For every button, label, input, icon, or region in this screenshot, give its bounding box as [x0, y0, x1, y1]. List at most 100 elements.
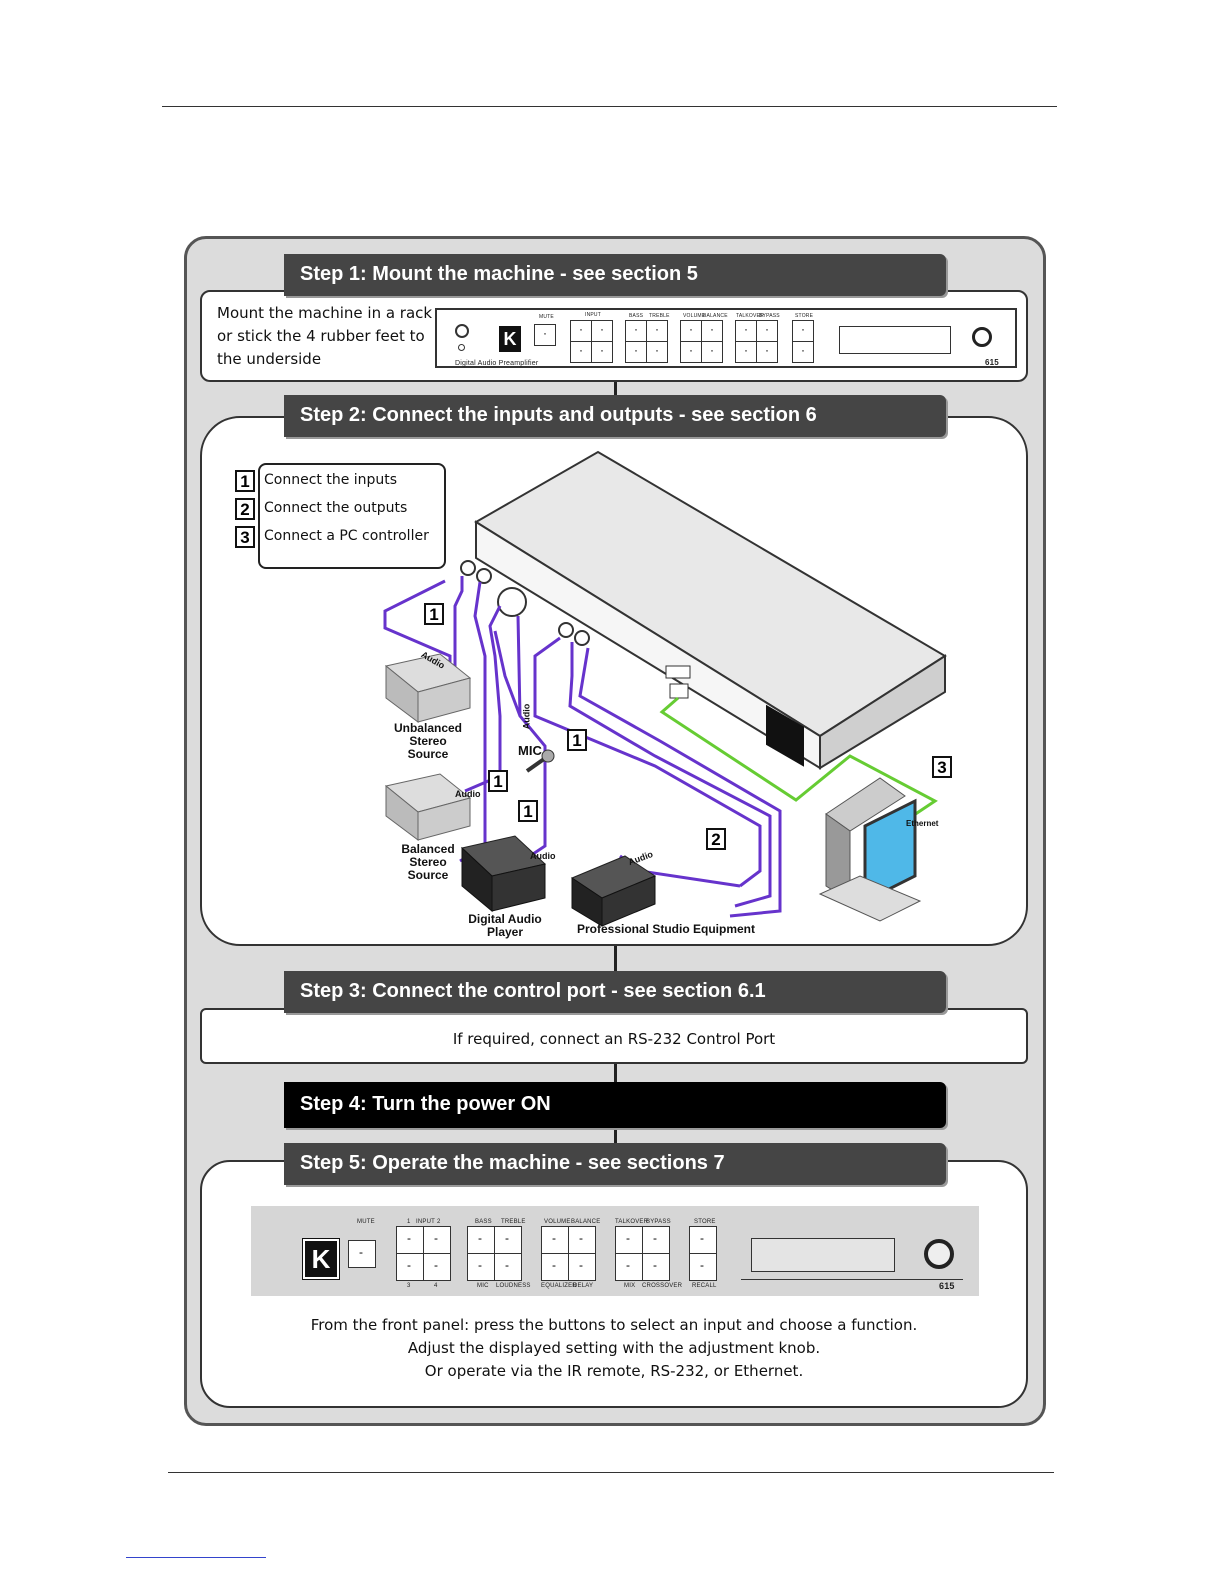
audio-cable — [568, 642, 772, 908]
model-label: 615 — [939, 1281, 955, 1291]
bypass-label: BYPASS — [646, 1219, 671, 1225]
treble-label: TREBLE — [649, 313, 670, 319]
audio-label: Audio — [521, 703, 532, 730]
mix-button[interactable] — [615, 1253, 643, 1281]
equalizer-label: EQUALIZER — [541, 1283, 577, 1289]
input-2-button[interactable] — [591, 320, 613, 342]
ethernet-port-icon — [669, 683, 689, 699]
input-callout-1: 1 — [424, 603, 444, 625]
loudness-label: LOUDNESS — [496, 1283, 531, 1289]
step3-text: If required, connect an RS-232 Control P… — [452, 1030, 776, 1048]
pc-callout-3: 3 — [932, 756, 952, 778]
device-chassis-side — [819, 654, 946, 770]
led-icon — [458, 344, 465, 351]
connector — [614, 1064, 617, 1082]
input-4-button[interactable] — [423, 1253, 451, 1281]
step5-text-1: From the front panel: press the buttons … — [310, 1316, 918, 1334]
mic-button[interactable] — [625, 341, 647, 363]
input-3-button[interactable] — [570, 341, 592, 363]
crossover-button[interactable] — [642, 1253, 670, 1281]
audio-label: Audio — [530, 851, 556, 861]
studio-equipment-label: Professional Studio Equipment — [576, 922, 755, 936]
store-label: STORE — [694, 1219, 716, 1225]
step4-banner: Step 4: Turn the power ON — [284, 1082, 946, 1128]
crossover-button[interactable] — [756, 341, 778, 363]
audio-cable — [533, 636, 762, 888]
store-button[interactable] — [792, 320, 814, 342]
rs232-port-icon — [665, 665, 691, 679]
loudness-button[interactable] — [646, 341, 668, 363]
store-button[interactable] — [689, 1226, 717, 1254]
volume-button[interactable] — [541, 1226, 569, 1254]
audio-cable — [516, 615, 547, 858]
brand-logo: K — [499, 326, 521, 352]
balance-button[interactable] — [701, 320, 723, 342]
bass-button[interactable] — [467, 1226, 495, 1254]
delay-label: DELAY — [573, 1283, 594, 1289]
bypass-label: BYPASS — [759, 313, 780, 319]
mic-button[interactable] — [467, 1253, 495, 1281]
equalizer-button[interactable] — [541, 1253, 569, 1281]
display-window — [751, 1238, 895, 1272]
balance-label: BALANCE — [571, 1219, 601, 1225]
step1-text-3: the underside — [217, 350, 322, 368]
mute-button[interactable] — [534, 324, 556, 346]
loudness-button[interactable] — [494, 1253, 522, 1281]
bass-label: BASS — [629, 313, 644, 319]
ethernet-label: Ethernet — [906, 819, 939, 828]
rca-jack-icon — [558, 622, 574, 638]
treble-button[interactable] — [646, 320, 668, 342]
balanced-source-label: Balanced Stereo Source — [401, 842, 455, 882]
small-front-panel: K MUTE INPUT BASS TREBLE VOLUME BALANCE … — [435, 308, 1017, 368]
input-2-label: 2 — [437, 1219, 441, 1225]
treble-label: TREBLE — [501, 1219, 526, 1225]
balance-label: BALANCE — [703, 313, 728, 319]
legend-num-2: 2 — [235, 498, 255, 520]
xlr-connector-icon — [497, 587, 527, 617]
mute-label: MUTE — [357, 1219, 375, 1225]
talkover-button[interactable] — [735, 320, 757, 342]
microphone-icon — [525, 749, 555, 773]
input-4-label: 4 — [434, 1283, 438, 1289]
connector — [614, 1128, 617, 1144]
audio-cable — [578, 647, 782, 918]
ir-sensor-icon — [455, 324, 469, 338]
bypass-button[interactable] — [642, 1226, 670, 1254]
equalizer-button[interactable] — [680, 341, 702, 363]
adjustment-knob-icon[interactable] — [924, 1239, 954, 1269]
brand-logo: K — [302, 1238, 340, 1280]
treble-button[interactable] — [494, 1226, 522, 1254]
input-4-button[interactable] — [591, 341, 613, 363]
input-callout-1: 1 — [488, 770, 508, 792]
input-1-label: 1 — [407, 1219, 411, 1225]
crossover-label: CROSSOVER — [642, 1283, 683, 1289]
mute-button[interactable] — [348, 1240, 376, 1268]
delay-button[interactable] — [568, 1253, 596, 1281]
footer-link-underline — [126, 1557, 266, 1558]
input-1-button[interactable] — [396, 1226, 424, 1254]
step2-banner: Step 2: Connect the inputs and outputs -… — [284, 395, 946, 437]
recall-button[interactable] — [792, 341, 814, 363]
adjustment-knob-icon[interactable] — [972, 327, 992, 347]
panel-underline — [741, 1279, 963, 1280]
input-1-button[interactable] — [570, 320, 592, 342]
connector — [614, 382, 617, 398]
digital-audio-player-label: Digital Audio Player — [468, 912, 542, 939]
rca-jack-icon — [574, 630, 590, 646]
input-callout-1: 1 — [518, 800, 538, 822]
bass-button[interactable] — [625, 320, 647, 342]
rca-jack-icon — [460, 560, 476, 576]
recall-button[interactable] — [689, 1253, 717, 1281]
delay-button[interactable] — [701, 341, 723, 363]
balance-button[interactable] — [568, 1226, 596, 1254]
bypass-button[interactable] — [756, 320, 778, 342]
step1-text-2: or stick the 4 rubber feet to — [217, 327, 425, 345]
legend-label-1: Connect the inputs — [264, 472, 398, 488]
mix-button[interactable] — [735, 341, 757, 363]
audio-cable — [453, 576, 464, 668]
studio-equipment-icon — [570, 855, 657, 927]
input-3-button[interactable] — [396, 1253, 424, 1281]
talkover-button[interactable] — [615, 1226, 643, 1254]
volume-button[interactable] — [680, 320, 702, 342]
input-2-button[interactable] — [423, 1226, 451, 1254]
